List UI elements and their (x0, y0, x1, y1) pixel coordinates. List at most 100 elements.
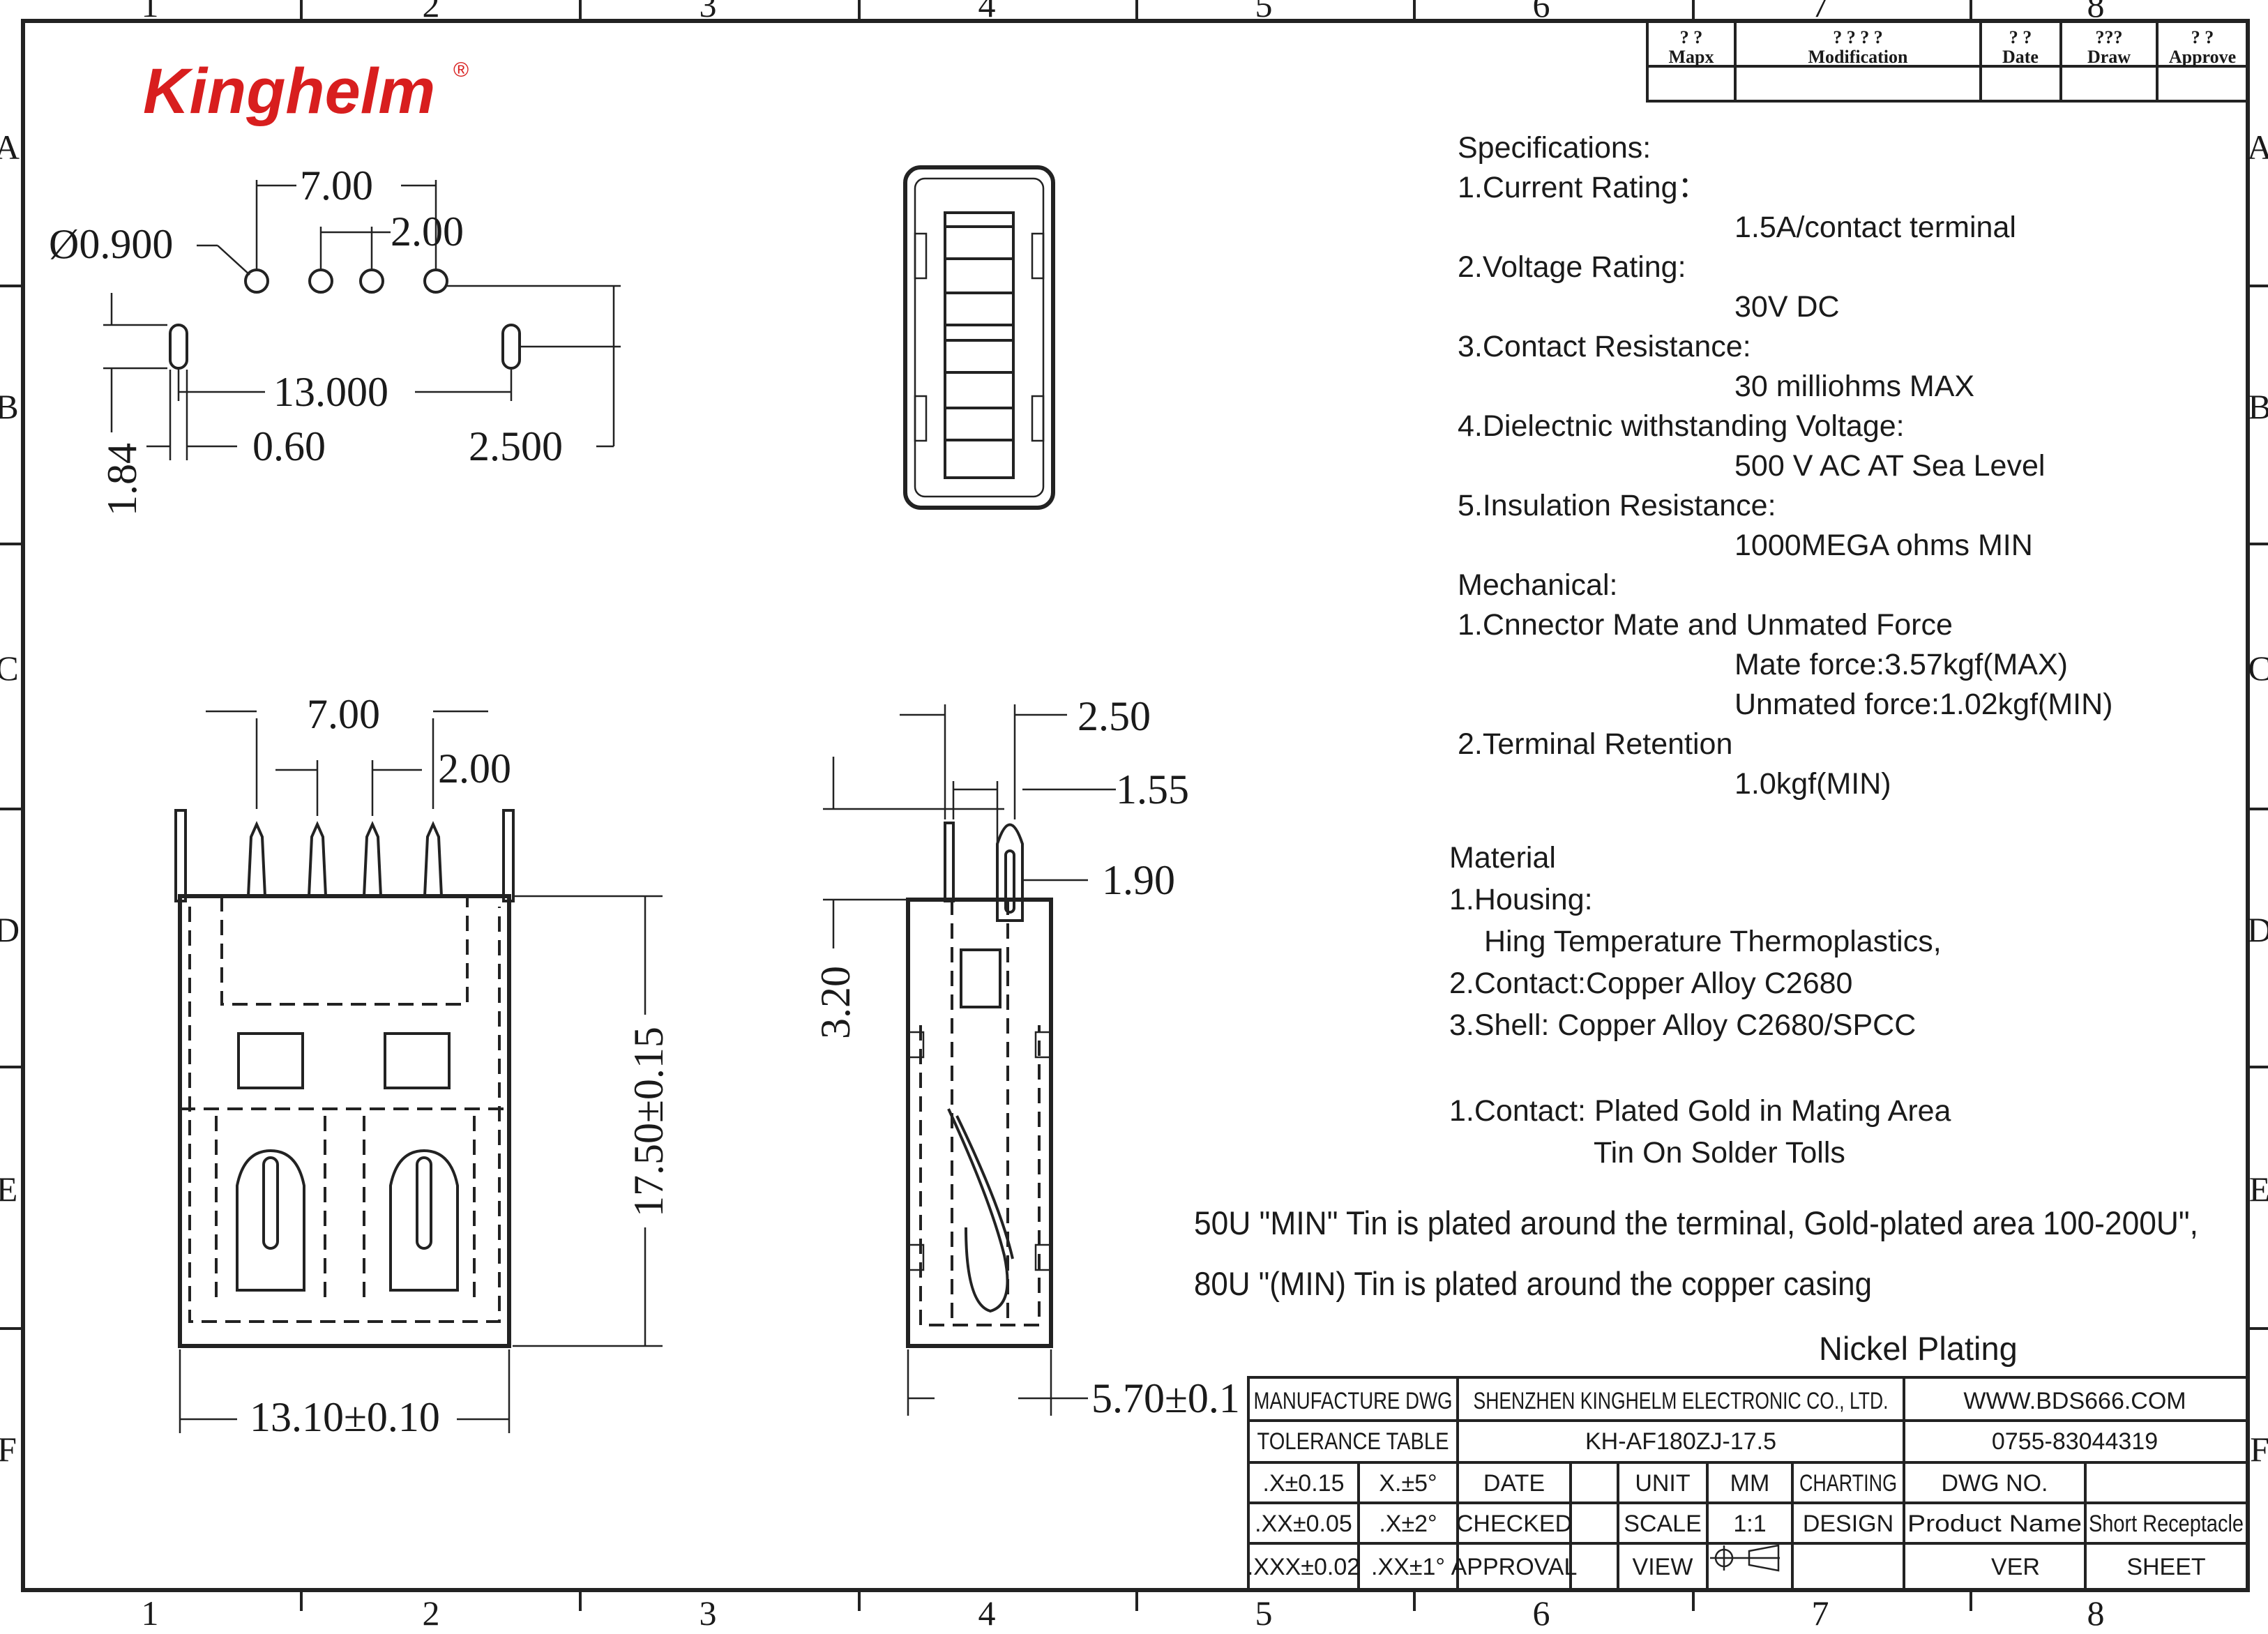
dim-pitch-inner: 2.00 (391, 209, 464, 255)
tb-scale-value: 1:1 (1733, 1511, 1766, 1537)
row-label: E (0, 1170, 17, 1209)
col-label: 8 (2087, 1594, 2105, 1633)
col-label: 2 (423, 0, 440, 24)
spec-value: 500 V AC AT Sea Level (1734, 449, 2045, 483)
rev-header-q: ? ? (2009, 27, 2032, 47)
dim-row-offset: 2.500 (469, 423, 563, 469)
dim-side-b: 1.55 (1116, 766, 1189, 812)
row-label: C (2248, 649, 2268, 688)
col-label: 6 (1533, 1594, 1550, 1633)
tb-website: WWW.BDS666.COM (1963, 1388, 2186, 1414)
dim-hole-diameter: Ø0.900 (49, 221, 173, 267)
row-label: C (0, 649, 19, 688)
tb-manufacture-dwg: MANUFACTURE DWG (1254, 1388, 1453, 1414)
rev-header-mapx: Mapx (1669, 47, 1714, 67)
brand-registered-mark: ® (453, 59, 469, 82)
note-line: 50U "MIN" Tin is plated around the termi… (1194, 1204, 2198, 1241)
tb-tol: .XX±1° (1371, 1554, 1445, 1580)
front-view: 7.00 2.00 17.50±0.15 13.10±0.10 (174, 691, 672, 1440)
tb-unit: UNIT (1635, 1470, 1690, 1497)
row-label: B (2248, 387, 2268, 426)
dim-slot-span: 13.000 (273, 369, 388, 415)
col-label: 1 (142, 0, 159, 24)
col-label: 1 (142, 1594, 159, 1633)
row-label: B (0, 387, 19, 426)
dim-front-pitch-outer: 7.00 (307, 691, 380, 737)
mech-line: 2.Terminal Retention (1458, 727, 1732, 761)
material-value: Hing Temperature Thermoplastics, (1484, 925, 1942, 958)
material-line: 3.Shell: Copper Alloy C2680/SPCC (1449, 1008, 1916, 1042)
finish-line: 1.Contact: Plated Gold in Mating Area (1449, 1094, 1951, 1128)
col-label: 4 (978, 1594, 996, 1633)
col-label: 6 (1533, 0, 1550, 24)
tb-part-number: KH-AF180ZJ-17.5 (1585, 1428, 1776, 1455)
col-label: 2 (423, 1594, 440, 1633)
row-label: E (2249, 1170, 2268, 1209)
mech-line: 1.Cnnector Mate and Unmated Force (1458, 608, 1953, 642)
mount-slot (169, 324, 188, 370)
spec-line: 1.Current Rating： (1458, 171, 1708, 204)
brand-logo: Kinghelm (143, 56, 435, 127)
tb-phone: 0755-83044319 (1992, 1428, 2158, 1455)
tb-tol: .X±2° (1379, 1511, 1437, 1537)
spec-value: 30V DC (1734, 290, 1840, 324)
tb-tolerance-table: TOLERANCE TABLE (1257, 1428, 1449, 1455)
mech-title: Mechanical: (1458, 568, 1617, 602)
spec-line: 5.Insulation Resistance: (1458, 489, 1776, 522)
finish-value: Tin On Solder Tolls (1594, 1136, 1845, 1170)
revision-block: ? ? Mapx ? ? ? ? Modification ? ? Date ?… (1646, 20, 2249, 103)
tb-product-name: Product Name (1907, 1511, 2082, 1537)
spec-value: 1.5A/contact terminal (1734, 211, 2016, 244)
tb-scale: SCALE (1624, 1511, 1702, 1537)
dim-front-width: 13.10±0.10 (250, 1394, 440, 1440)
spec-line: 3.Contact Resistance: (1458, 330, 1751, 363)
tb-charting: CHARTING (1799, 1470, 1897, 1497)
tb-approval: APPROVAL (1451, 1554, 1578, 1580)
dim-side-d: 3.20 (812, 966, 859, 1039)
tb-tol: X.±5° (1379, 1470, 1437, 1497)
rev-header-q: ??? (2096, 27, 2123, 47)
tb-tol: .XXX±0.02 (1247, 1554, 1360, 1580)
tb-design: DESIGN (1803, 1511, 1893, 1537)
row-label: A (2247, 128, 2268, 167)
pcb-footprint-view: 7.00 2.00 Ø0.900 13.000 0.60 1.84 2. (49, 162, 621, 516)
spec-line: 4.Dielectnic withstanding Voltage: (1458, 409, 1905, 443)
spec-value: 30 milliohms MAX (1734, 370, 1974, 403)
dim-slot-length: 1.84 (99, 443, 145, 516)
spec-line: 2.Voltage Rating: (1458, 250, 1686, 284)
col-label: 7 (1812, 1594, 1829, 1633)
tb-date: DATE (1483, 1470, 1545, 1497)
mating-face-view (903, 165, 1055, 510)
dim-side-depth: 5.70±0.1 (1091, 1375, 1240, 1421)
note-line: 80U "(MIN) Tin is plated around the copp… (1194, 1265, 1872, 1302)
mech-value: Unmated force:1.02kgf(MIN) (1734, 688, 2112, 721)
tb-ver: VER (1991, 1554, 2040, 1580)
tb-view: VIEW (1633, 1554, 1693, 1580)
side-view: 2.50 1.55 1.90 3.20 5.70±0.1 (812, 693, 1240, 1421)
tb-dwg-no: DWG NO. (1942, 1470, 2048, 1497)
col-label: 4 (978, 0, 996, 24)
col-label: 5 (1255, 1594, 1273, 1633)
rev-header-q: ? ? (2191, 27, 2214, 47)
dim-side-a: 2.50 (1078, 693, 1151, 739)
material-line: 2.Contact:Copper Alloy C2680 (1449, 967, 1852, 1000)
tb-sheet: SHEET (2126, 1554, 2205, 1580)
rev-header-q: ? ? (1680, 27, 1703, 47)
tb-tol: .XX±0.05 (1255, 1511, 1352, 1537)
material-title: Material (1449, 841, 1556, 875)
row-label: A (0, 128, 20, 167)
spec-title: Specifications: (1458, 131, 1651, 165)
spec-value: 1000MEGA ohms MIN (1734, 529, 2033, 562)
tb-unit-value: MM (1730, 1470, 1770, 1497)
projection-symbol-icon (1710, 1544, 1780, 1572)
tb-product-value: Short Receptacle (2089, 1511, 2244, 1537)
dim-front-pitch-inner: 2.00 (438, 746, 511, 792)
specifications-block: Specifications: 1.Current Rating： 1.5A/c… (1449, 131, 2112, 1170)
mech-value: 1.0kgf(MIN) (1734, 767, 1891, 801)
rev-header-draw: Draw (2087, 47, 2131, 67)
tb-company: SHENZHEN KINGHELM ELECTRONIC CO., LTD. (1474, 1388, 1889, 1414)
rev-header-modification: Modification (1808, 47, 1909, 67)
row-label: D (2247, 910, 2268, 949)
